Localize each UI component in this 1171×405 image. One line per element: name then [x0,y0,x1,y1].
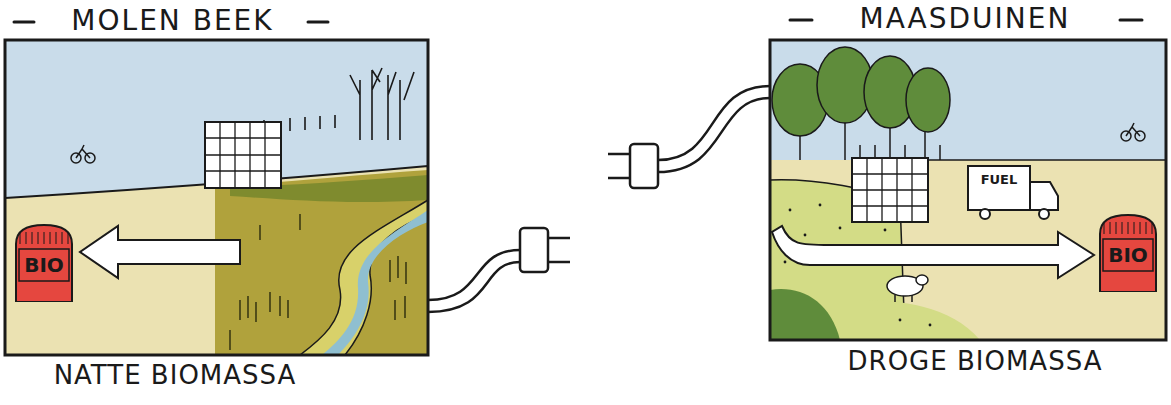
roof-stripe [50,232,51,244]
bio-building: BIO [1098,212,1158,292]
building-label: BIO [1098,243,1158,267]
roof-stripe [1146,222,1147,234]
panel-caption: NATTE BIOMASSA [10,360,340,391]
roof-stripe [62,232,63,244]
roof-stripe [1134,222,1135,234]
roof-stripe [56,232,57,244]
dry-landscape [770,40,1166,340]
panel-heading: MOLEN BEEK [0,4,345,38]
roof-stripe [20,232,21,244]
building-label: BIO [14,253,74,277]
panel-caption: DROGE BIOMASSA [780,346,1170,377]
landscape-panel: BIO MAASDUINEN DROGE BIOMASSA [760,0,1171,405]
wet-landscape [5,40,428,355]
roof-stripe [38,232,39,244]
roof-stripe [26,232,27,244]
roof-stripe [44,232,45,244]
panel-heading: MAASDUINEN [760,2,1170,36]
roof-stripe [1140,222,1141,234]
bio-building: BIO [14,222,74,302]
roof-stripe [68,232,69,244]
roof-stripe [1122,222,1123,234]
landscape-panel: BIO MOLEN BEEK NATTE BIOMASSA [0,0,440,405]
roof-stripe [1110,222,1111,234]
roof-stripe [1152,222,1153,234]
panel-border [5,40,428,355]
roof-stripe [1128,222,1129,234]
panel-border [770,40,1166,340]
roof-stripe [1104,222,1105,234]
roof-stripe [1116,222,1117,234]
plug-symbol [428,86,770,312]
truck-symbol [968,166,1058,219]
roof-stripe [32,232,33,244]
truck-label: FUEL [970,172,1028,187]
sheep-symbol [887,275,928,302]
